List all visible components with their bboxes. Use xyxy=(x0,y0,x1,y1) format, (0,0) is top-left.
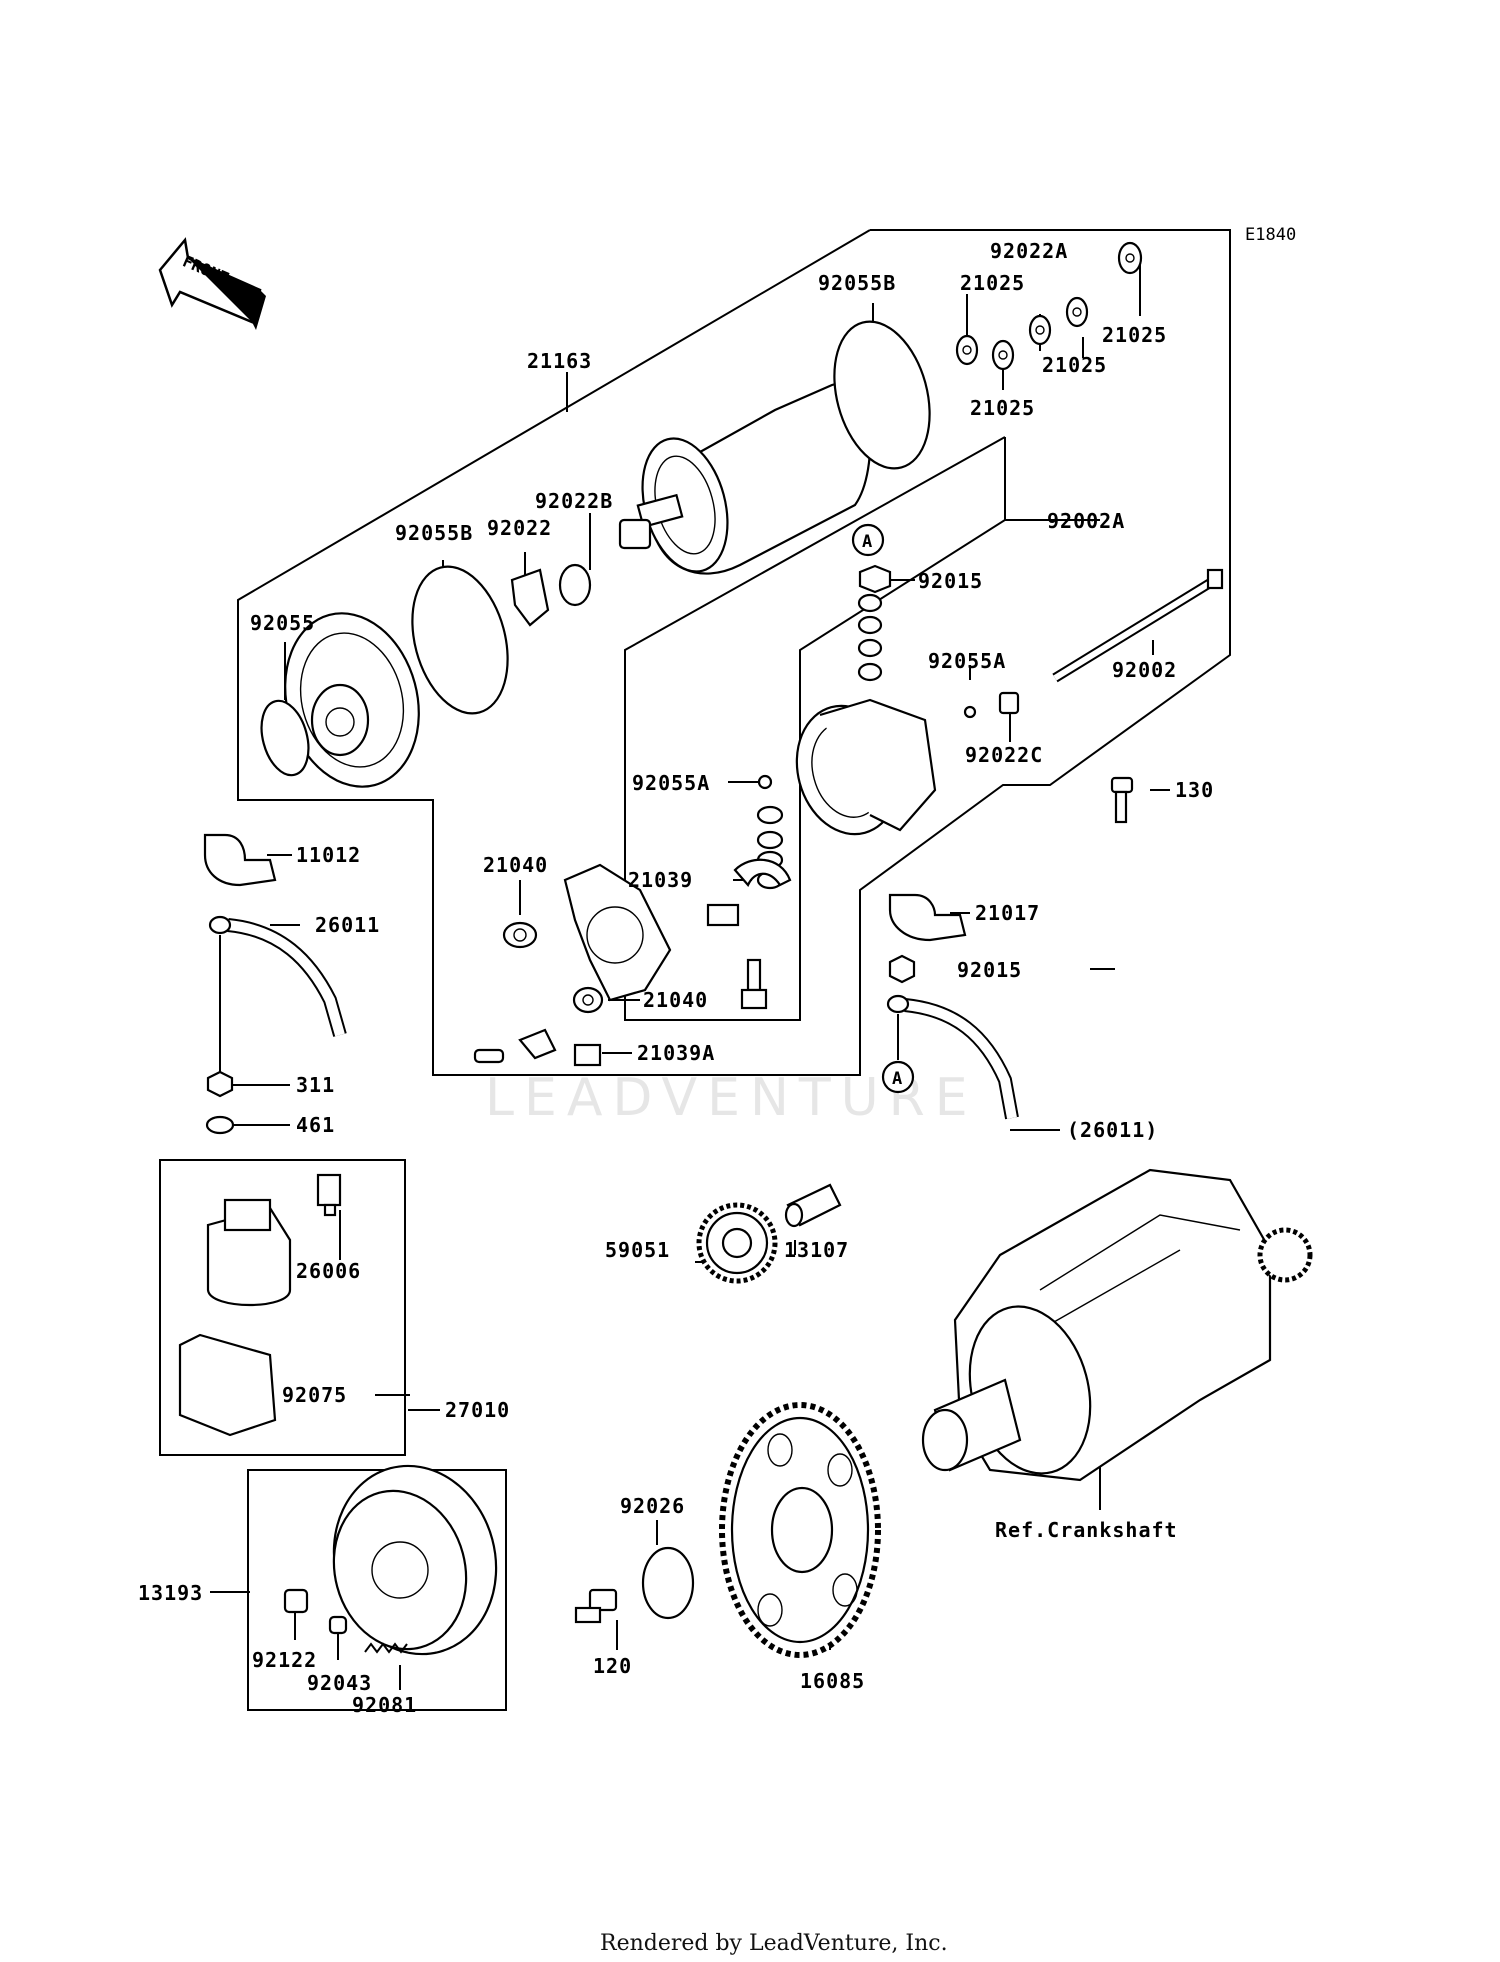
label-130: 130 xyxy=(1175,778,1214,802)
label-92043: 92043 xyxy=(307,1671,372,1695)
label-21040-top: 21040 xyxy=(483,853,548,877)
callout-a-bottom: A xyxy=(881,1060,915,1094)
spring-21040-top xyxy=(502,921,538,949)
label-11012: 11012 xyxy=(296,843,361,867)
spring-21040-bot xyxy=(572,986,604,1014)
cable-26011-ref xyxy=(886,994,1019,1120)
relay-cover-92075 xyxy=(178,1333,277,1437)
label-21040-bot: 21040 xyxy=(643,988,708,1012)
starter-relay-box xyxy=(159,1159,406,1456)
washer-92022b xyxy=(558,563,592,607)
label-92055a-mid: 92055A xyxy=(632,771,710,795)
label-13107: 13107 xyxy=(784,1238,849,1262)
front-cover xyxy=(284,612,420,788)
spring-92081 xyxy=(364,1642,408,1654)
label-92002: 92002 xyxy=(1112,658,1177,682)
label-120: 120 xyxy=(593,1654,632,1678)
label-13193: 13193 xyxy=(138,1581,203,1605)
washer-92026 xyxy=(641,1546,695,1620)
starter-clutch-box xyxy=(247,1469,507,1711)
label-92055b-left: 92055B xyxy=(395,521,473,545)
brush-21039 xyxy=(706,858,792,1010)
fuse-26006 xyxy=(316,1173,342,1217)
label-92122: 92122 xyxy=(252,1648,317,1672)
label-21039a: 21039A xyxy=(637,1041,715,1065)
label-92022b: 92022B xyxy=(535,489,613,513)
brush-holder xyxy=(563,863,672,1002)
front-arrow-icon: FRONT xyxy=(158,237,266,330)
starter-gear-16085 xyxy=(719,1402,881,1658)
motor-yoke xyxy=(618,382,872,575)
label-311: 311 xyxy=(296,1073,335,1097)
idler-gear-59051 xyxy=(696,1202,778,1284)
label-21025-b: 21025 xyxy=(1102,323,1167,347)
nut-311 xyxy=(206,1070,234,1098)
label-21017: 21017 xyxy=(975,901,1040,925)
label-92075: 92075 xyxy=(282,1383,347,1407)
label-26011: 26011 xyxy=(315,913,380,937)
plate-92022 xyxy=(510,568,550,627)
bolt-130 xyxy=(1110,776,1134,824)
label-92026: 92026 xyxy=(620,1494,685,1518)
label-21163: 21163 xyxy=(527,349,592,373)
terminal-cap-11012 xyxy=(203,833,277,887)
label-92022c: 92022C xyxy=(965,743,1043,767)
label-59051: 59051 xyxy=(605,1238,670,1262)
label-92055a-right: 92055A xyxy=(928,649,1006,673)
crankshaft xyxy=(921,1168,1313,1482)
o-ring-92055 xyxy=(260,699,310,777)
roller-92122 xyxy=(283,1588,309,1614)
through-bolt-92002 xyxy=(1052,568,1224,683)
nut-92015-right xyxy=(888,954,916,984)
diagram-ref-code: E1840 xyxy=(1245,225,1296,245)
callout-a-top: A xyxy=(851,523,885,557)
label-26011-ref: (26011) xyxy=(1067,1118,1158,1142)
label-92022: 92022 xyxy=(487,516,552,540)
shaft-13107 xyxy=(784,1183,842,1228)
o-ring-92055a-small xyxy=(963,705,977,719)
label-21025-c: 21025 xyxy=(1042,353,1107,377)
plunger-92043 xyxy=(328,1615,348,1635)
label-92055: 92055 xyxy=(250,611,315,635)
collar-92022c xyxy=(998,691,1020,715)
bolt-120 xyxy=(574,1588,618,1624)
label-16085: 16085 xyxy=(800,1669,865,1693)
label-26006: 26006 xyxy=(296,1259,361,1283)
o-ring-92055b-left xyxy=(411,565,509,715)
label-21039: 21039 xyxy=(628,868,693,892)
svg-text:A: A xyxy=(892,1069,902,1089)
o-ring-92055b-top xyxy=(833,320,931,470)
label-92055b-top: 92055B xyxy=(818,271,896,295)
rear-housing xyxy=(795,698,937,836)
stacked-washers xyxy=(756,564,892,890)
footer-credit: Rendered by LeadVenture, Inc. xyxy=(600,1931,948,1956)
cable-26011 xyxy=(208,915,347,1075)
starter-relay xyxy=(206,1198,292,1306)
label-ref-crankshaft: Ref.Crankshaft xyxy=(995,1518,1178,1542)
part-labels: 21163 92055B 21025 92022A 21025 21025 21… xyxy=(138,239,1214,1717)
label-92015-top: 92015 xyxy=(918,569,983,593)
label-92002a: 92002A xyxy=(1047,509,1125,533)
label-21025-a: 21025 xyxy=(960,271,1025,295)
label-92022a: 92022A xyxy=(990,239,1068,263)
starter-clutch xyxy=(332,1464,498,1656)
brush-21039a xyxy=(473,1028,602,1067)
washer-461 xyxy=(205,1115,235,1135)
washers-21025 xyxy=(955,241,1143,371)
svg-text:A: A xyxy=(862,532,872,552)
label-461: 461 xyxy=(296,1113,335,1137)
label-92015-mid: 92015 xyxy=(957,958,1022,982)
rear-cover-outline xyxy=(624,436,1006,1021)
terminal-cap-21017 xyxy=(888,893,967,942)
label-27010: 27010 xyxy=(445,1398,510,1422)
label-92081: 92081 xyxy=(352,1693,417,1717)
starter-assembly-outline xyxy=(237,229,1231,1076)
o-ring-92055a-mid xyxy=(757,774,773,790)
label-21025-d: 21025 xyxy=(970,396,1035,420)
